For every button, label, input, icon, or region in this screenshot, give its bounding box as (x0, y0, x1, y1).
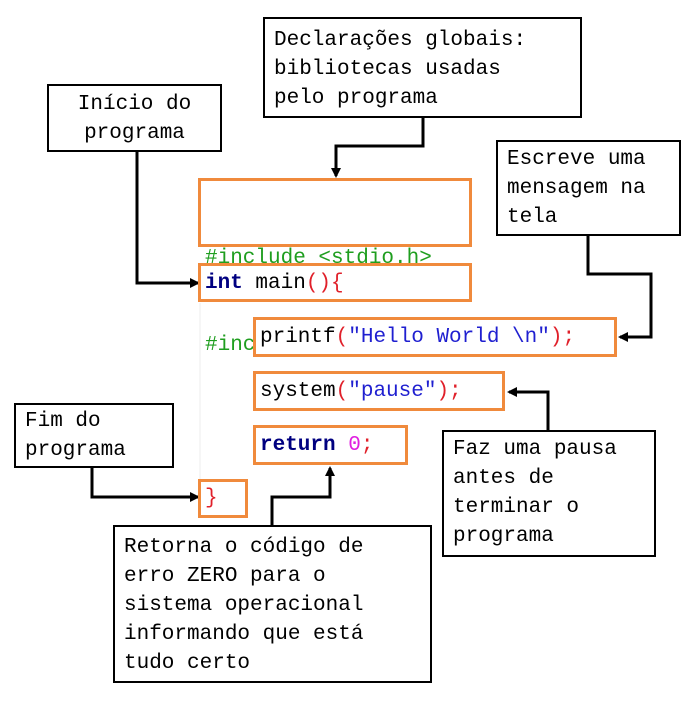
note-returns-line-2: erro ZERO para o (124, 565, 326, 588)
note-start-line-2: programa (84, 122, 185, 145)
note-end: Fim do programa (14, 403, 174, 468)
code-main-name: main (242, 272, 306, 295)
code-main-type: int (205, 272, 243, 295)
code-includes: #include <stdio.h> #include <stdlib.h> (198, 178, 472, 357)
note-globals-line-1: Declarações globais: (274, 29, 527, 52)
code-printf: printf("Hello World \n"); (253, 317, 617, 357)
code-return-space (336, 434, 349, 457)
code-close-brace: } (198, 479, 248, 518)
code-return-semicolon: ; (360, 434, 374, 457)
note-pause: Faz uma pausa antes de terminar o progra… (442, 430, 656, 557)
note-globals-line-3: pelo programa (274, 87, 438, 110)
note-globals: Declarações globais: bibliotecas usadas … (263, 17, 582, 118)
code-return-value: 0 (348, 434, 361, 457)
code-system-close: ); (436, 380, 462, 403)
code-printf-fn: printf (260, 326, 336, 349)
code-main-brace: { (331, 272, 344, 295)
code-return: return 0; (253, 425, 408, 465)
note-start-line-1: Início do (77, 93, 192, 116)
note-writes-line-1: Escreve uma (507, 148, 646, 171)
arrow-writes-to-printf (586, 236, 653, 342)
arrow-returns-to-return (270, 466, 335, 525)
note-pause-line-4: programa (453, 525, 554, 548)
note-globals-line-2: bibliotecas usadas (274, 58, 501, 81)
note-returns-line-1: Retorna o código de (124, 536, 364, 559)
note-returns-line-4: informando que está (124, 623, 364, 646)
code-printf-string: "Hello World \n" (348, 326, 550, 349)
code-system-open: ( (335, 380, 349, 403)
arrow-globals-to-includes (331, 118, 425, 178)
note-pause-line-3: terminar o (453, 496, 580, 519)
code-system: system("pause"); (253, 371, 505, 411)
note-pause-line-2: antes de (453, 467, 554, 490)
code-main-parens: () (305, 272, 332, 295)
code-printf-close: ); (549, 326, 576, 349)
note-returns: Retorna o código de erro ZERO para o sis… (113, 525, 432, 683)
note-start: Início do programa (47, 84, 222, 152)
note-pause-line-1: Faz uma pausa (453, 438, 617, 461)
arrow-pause-to-system (507, 387, 550, 430)
code-system-fn: system (260, 380, 336, 403)
note-returns-line-5: tudo certo (124, 652, 251, 675)
note-writes-line-2: mensagem na (507, 177, 646, 200)
code-close-brace-char: } (205, 487, 218, 510)
note-end-line-2: programa (25, 439, 126, 462)
code-main: int main(){ (198, 263, 472, 302)
code-printf-open: ( (335, 326, 349, 349)
note-writes: Escreve uma mensagem na tela (496, 140, 681, 236)
code-system-string: "pause" (348, 380, 437, 403)
code-return-keyword: return (260, 434, 336, 457)
note-writes-line-3: tela (507, 206, 558, 229)
note-end-line-1: Fim do (25, 410, 101, 433)
note-returns-line-3: sistema operacional (124, 594, 364, 617)
arrow-end-to-close-brace (90, 468, 200, 502)
arrow-start-to-main (135, 152, 200, 288)
